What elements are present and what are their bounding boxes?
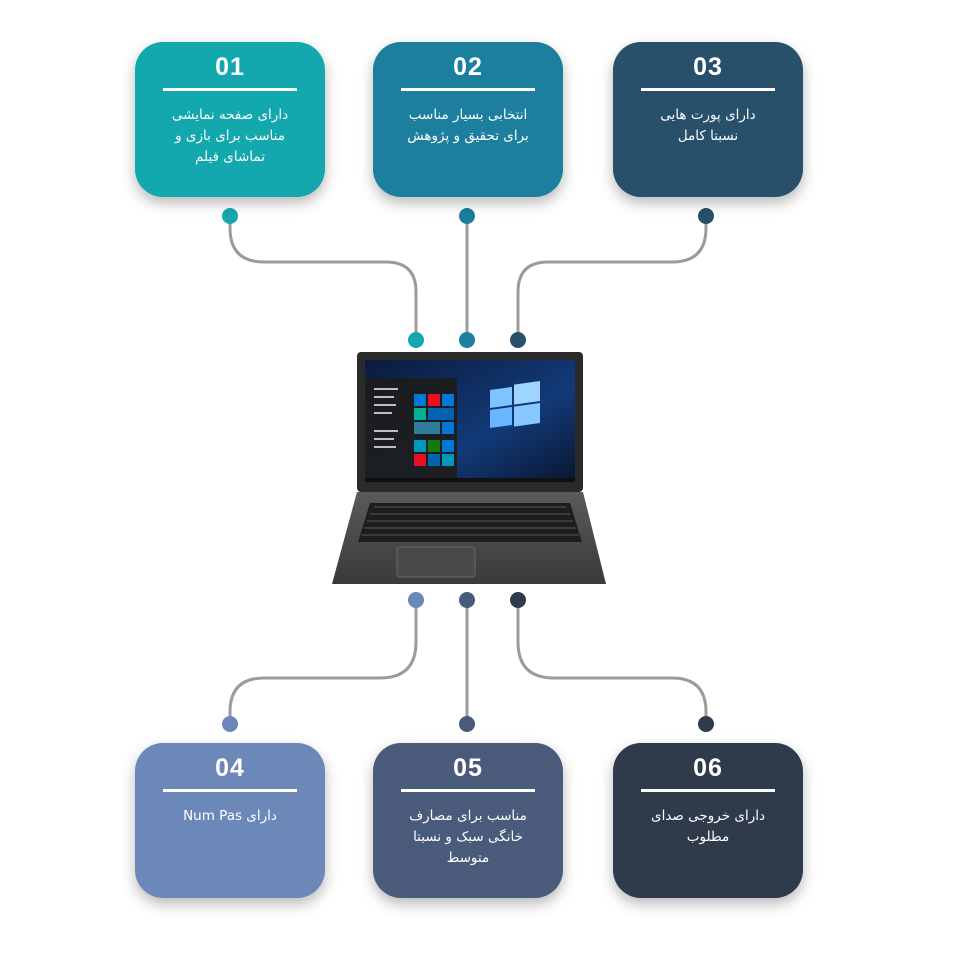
feature-number: 06	[693, 754, 723, 782]
feature-description: مناسب برای مصارف خانگی سبک و نسبتا متوسط	[409, 808, 527, 866]
laptop-illustration	[332, 352, 606, 584]
windows-logo	[490, 380, 540, 428]
connector-line-01	[228, 216, 418, 340]
connector-line-06	[516, 600, 708, 724]
feature-divider	[641, 789, 775, 792]
connector-dot-06-laptop	[510, 592, 526, 608]
start-menu-list	[374, 388, 398, 448]
feature-number: 02	[453, 53, 483, 81]
feature-divider	[641, 88, 775, 91]
feature-divider	[163, 88, 297, 91]
feature-number: 03	[693, 53, 723, 81]
laptop-keyboard	[358, 503, 582, 542]
feature-number: 01	[215, 53, 245, 81]
feature-divider	[163, 789, 297, 792]
feature-card-05: 05 مناسب برای مصارف خانگی سبک و نسبتا مت…	[373, 743, 563, 898]
feature-description: انتخابی بسیار مناسب برای تحقیق و پژوهش	[407, 107, 529, 144]
feature-description: دارای خروجی صدای مطلوب	[651, 808, 765, 845]
connector-dot-02-card	[459, 208, 475, 224]
feature-card-03: 03 دارای پورت هایی نسبتا کامل	[613, 42, 803, 197]
feature-divider	[401, 789, 535, 792]
connector-dot-01-laptop	[408, 332, 424, 348]
connector-dot-06-card	[698, 716, 714, 732]
feature-number: 04	[215, 754, 245, 782]
feature-description: دارای پورت هایی نسبتا کامل	[660, 107, 756, 144]
feature-card-04: 04 دارای Num Pas	[135, 743, 325, 898]
keyboard-keys	[361, 506, 579, 536]
feature-divider	[401, 88, 535, 91]
connector-line-03	[516, 216, 708, 340]
connector-dot-05-card	[459, 716, 475, 732]
start-menu-tiles	[414, 394, 454, 466]
connector-dot-03-laptop	[510, 332, 526, 348]
feature-card-06: 06 دارای خروجی صدای مطلوب	[613, 743, 803, 898]
connector-dot-04-card	[222, 716, 238, 732]
laptop-touchpad	[396, 546, 476, 578]
feature-number: 05	[453, 754, 483, 782]
connector-dot-04-laptop	[408, 592, 424, 608]
connector-dot-03-card	[698, 208, 714, 224]
connector-dot-02-laptop	[459, 332, 475, 348]
feature-card-01: 01 دارای صفحه نمایشی مناسب برای بازی و ت…	[135, 42, 325, 197]
feature-description: دارای Num Pas	[183, 808, 277, 824]
feature-description: دارای صفحه نمایشی مناسب برای بازی و تماش…	[171, 107, 289, 165]
connector-dot-05-laptop	[459, 592, 475, 608]
feature-card-02: 02 انتخابی بسیار مناسب برای تحقیق و پژوه…	[373, 42, 563, 197]
connector-line-04	[228, 600, 418, 724]
connector-dot-01-card	[222, 208, 238, 224]
taskbar	[365, 478, 575, 482]
